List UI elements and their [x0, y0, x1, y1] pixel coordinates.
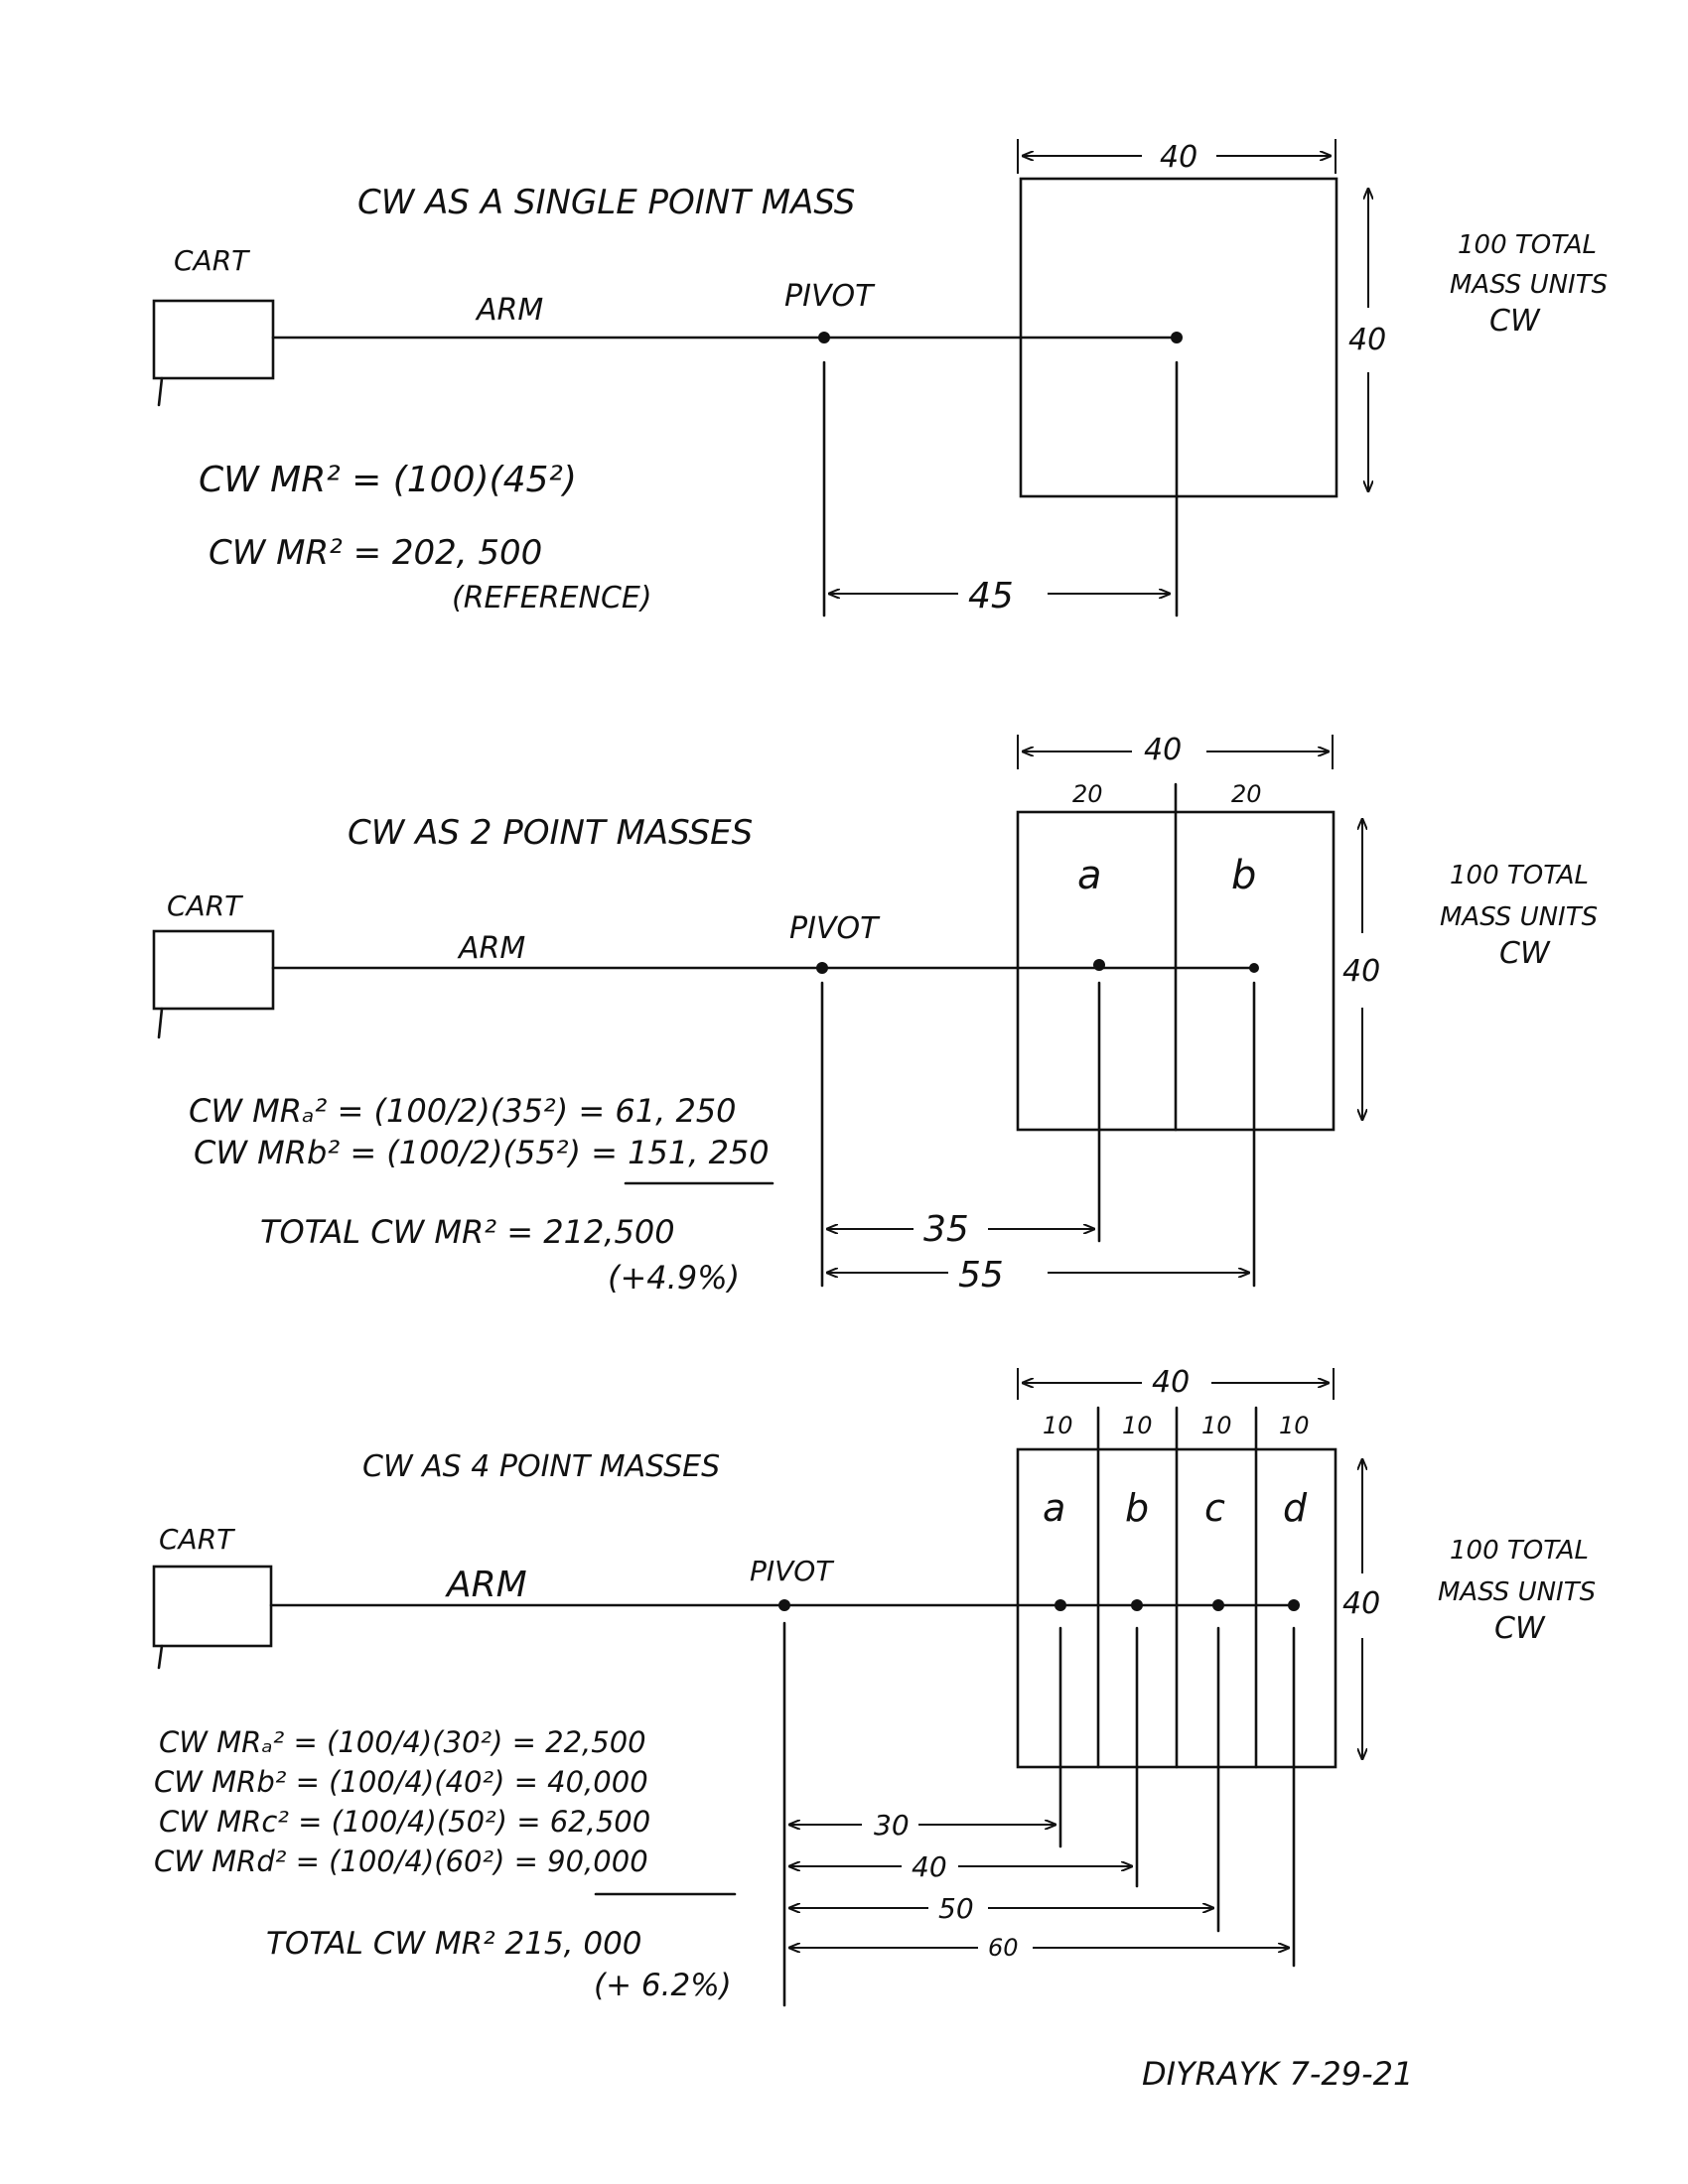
panel2-mass-note-2: MASS UNITS: [1440, 902, 1598, 932]
panel2-width-label: 40: [1144, 733, 1182, 767]
panel3-subwidth-a: 10: [1043, 1412, 1073, 1439]
panel1-distance-label: 45: [968, 576, 1014, 616]
panel3-cell-a: a: [1043, 1486, 1065, 1530]
panel2-cell-a: a: [1077, 853, 1102, 898]
panel2-arm-label: ARM: [457, 931, 525, 966]
panel2-distance-b-label: 55: [958, 1255, 1004, 1296]
panel2-pivot-label: PIVOT: [789, 911, 881, 946]
panel3-mass-note-2: MASS UNITS: [1438, 1577, 1596, 1607]
panel1-mass-point: [1171, 332, 1183, 343]
panel3-equation-4: CW MRd² = (100/4)(60²) = 90,000: [154, 1844, 648, 1878]
panel3-title: CW AS 4 POINT MASSES: [362, 1449, 720, 1484]
panel2-title: CW AS 2 POINT MASSES: [348, 813, 753, 853]
panel1-equation-3: (REFERENCE): [452, 581, 652, 615]
panel3-distance-d-label: 60: [988, 1934, 1019, 1962]
panel3-cell-c: c: [1204, 1486, 1225, 1530]
panel3-pivot-label: PIVOT: [750, 1555, 834, 1587]
panel1-width-label: 40: [1160, 140, 1197, 175]
signature: DIYRAYK 7-29-21: [1142, 2055, 1413, 2093]
panel3-cart-label: CART: [159, 1523, 235, 1556]
panel3-distance-a-label: 30: [874, 1809, 910, 1842]
panel3-height-label: 40: [1342, 1586, 1380, 1621]
panel3-percent: (+ 6.2%): [594, 1968, 732, 2003]
panel1-pivot-label: PIVOT: [784, 279, 876, 314]
panel3-mass-note-1: 100 TOTAL: [1450, 1536, 1589, 1566]
panel1-equation-2: CW MR² = 202, 500: [209, 533, 542, 573]
panel3-distance-b-label: 40: [912, 1850, 947, 1883]
panel3-subwidth-b: 10: [1122, 1412, 1153, 1439]
panel3-subwidth-c: 10: [1201, 1412, 1232, 1439]
panel1-cart-tail: [157, 376, 164, 407]
panel3-equation-2: CW MRb² = (100/4)(40²) = 40,000: [154, 1765, 648, 1799]
panel2-height-label: 40: [1342, 954, 1380, 989]
panel3-cart-box: [152, 1565, 273, 1648]
panel3-cell-d: d: [1283, 1486, 1308, 1530]
panel-two-point-masses: CW AS 2 POINT MASSES CART ARM PIVOT a b …: [152, 733, 1598, 1297]
panel1-height-label: 40: [1348, 323, 1386, 357]
panel2-mass-note-3: CW: [1499, 936, 1551, 971]
panel3-mass-point-d: [1288, 1599, 1300, 1611]
panel2-subwidth-a: 20: [1072, 780, 1103, 808]
panel1-pivot-point: [818, 332, 830, 343]
panel2-mass-point-a: [1093, 959, 1105, 971]
panel2-equation-1: CW MRₐ² = (100/2)(35²) = 61, 250: [189, 1092, 737, 1130]
panel2-mass-note-1: 100 TOTAL: [1450, 861, 1589, 890]
panel1-equation-1: CW MR² = (100)(45²): [199, 460, 577, 500]
panel3-pivot-point: [778, 1599, 790, 1611]
panel3-cart-tail: [157, 1644, 164, 1670]
panel-single-point-mass: CW AS A SINGLE POINT MASS CART ARM PIVOT…: [152, 139, 1608, 617]
panel1-mass-note-3: CW: [1489, 304, 1541, 339]
panel3-subwidth-d: 10: [1279, 1412, 1310, 1439]
panel2-subwidth-b: 20: [1231, 780, 1262, 808]
panel2-cart-box: [152, 929, 275, 1011]
panel2-percent: (+4.9%): [608, 1259, 740, 1297]
panel2-cell-b: b: [1231, 853, 1256, 898]
panel1-counterweight-box: [1019, 177, 1338, 498]
panel3-equation-3: CW MRc² = (100/4)(50²) = 62,500: [159, 1805, 650, 1839]
panel2-cart-tail: [157, 1007, 164, 1039]
panel1-mass-note-2: MASS UNITS: [1450, 270, 1608, 300]
panel1-title: CW AS A SINGLE POINT MASS: [357, 183, 855, 222]
panel-four-point-masses: CW AS 4 POINT MASSES CART ARM PIVOT a b …: [152, 1365, 1596, 2007]
panel3-mass-point-a: [1055, 1599, 1066, 1611]
panel3-distance-c-label: 50: [938, 1892, 974, 1925]
panel3-mass-point-c: [1212, 1599, 1224, 1611]
panel3-mass-point-b: [1131, 1599, 1143, 1611]
panel3-arm-label: ARM: [445, 1565, 527, 1605]
panel1-mass-note-1: 100 TOTAL: [1458, 230, 1597, 260]
panel2-mass-point-b: [1249, 963, 1259, 973]
panel3-width-label: 40: [1152, 1365, 1190, 1400]
panel2-equation-2: CW MRb² = (100/2)(55²) = 151, 250: [194, 1134, 770, 1171]
panel2-distance-a-label: 35: [923, 1209, 969, 1250]
panel3-mass-note-3: CW: [1494, 1611, 1546, 1646]
panel1-arm-label: ARM: [475, 293, 543, 328]
panel2-pivot-point: [816, 962, 828, 974]
panel1-cart-box: [152, 299, 275, 380]
panel3-equation-1: CW MRₐ² = (100/4)(30²) = 22,500: [159, 1725, 646, 1759]
panel1-cart-label: CART: [174, 244, 250, 277]
panel2-total: TOTAL CW MR² = 212,500: [260, 1213, 675, 1251]
panel3-total: TOTAL CW MR² 215, 000: [266, 1926, 642, 1962]
panel3-cell-b: b: [1125, 1486, 1149, 1530]
panel2-cart-label: CART: [167, 889, 243, 922]
